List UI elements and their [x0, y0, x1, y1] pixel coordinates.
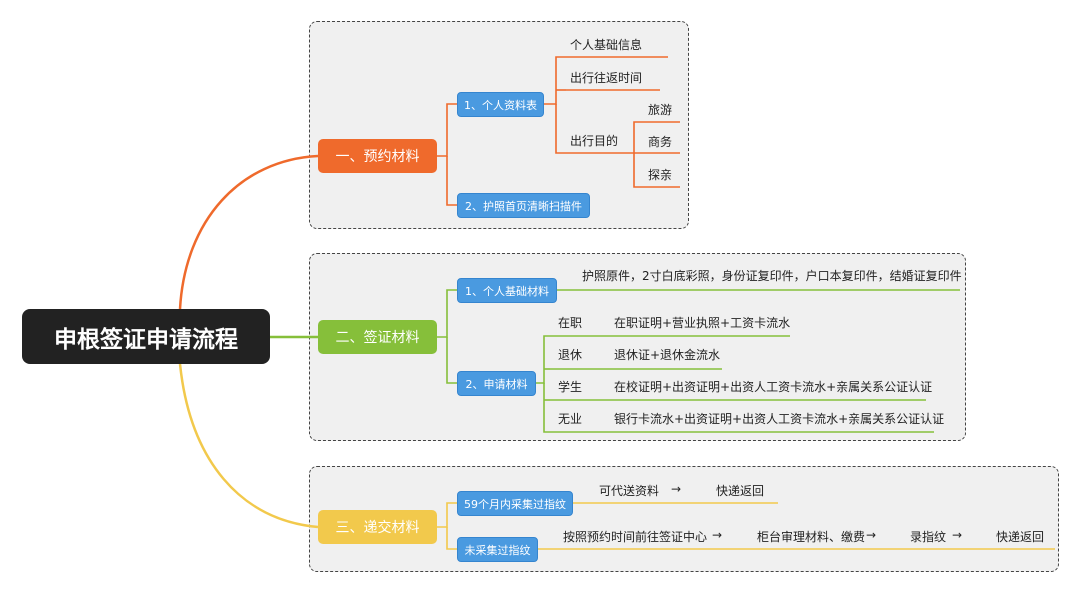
root-title: 申根签证申请流程 [22, 309, 270, 364]
leaf-status-student: 学生 [558, 380, 583, 394]
leaf-travel-purpose: 出行目的 [570, 134, 619, 148]
leaf-docs-retired: 退休证+退休金流水 [614, 348, 721, 362]
leaf-status-unemployed: 无业 [558, 412, 583, 426]
arrow-icon: → [952, 528, 963, 542]
leaf-express-return-1: 快递返回 [716, 484, 765, 498]
branch-submit-materials[interactable]: 三、递交材料 [318, 510, 437, 544]
leaf-express-return-2: 快递返回 [996, 530, 1045, 544]
sub-personal-info-form[interactable]: 1、个人资料表 [457, 92, 544, 117]
leaf-visit-center: 按照预约时间前往签证中心 [563, 530, 708, 544]
connector-branch3 [178, 363, 319, 529]
connector-branch1 [178, 154, 319, 310]
arrow-icon: → [671, 482, 682, 496]
connector-branch2-tree [437, 289, 960, 433]
leaf-proxy-delivery: 可代送资料 [599, 484, 660, 498]
sub-application-materials[interactable]: 2、申请材料 [457, 371, 536, 396]
branch-visa-materials[interactable]: 二、签证材料 [318, 320, 437, 354]
connector-branch1-tree [437, 56, 680, 206]
connector-branch3-tree [437, 502, 1055, 550]
leaf-purpose-family-visit: 探亲 [648, 168, 673, 182]
leaf-docs-student: 在校证明+出资证明+出资人工资卡流水+亲属关系公证认证 [614, 380, 933, 394]
leaf-basic-materials-detail: 护照原件，2寸白底彩照，身份证复印件，户口本复印件，结婚证复印件 [582, 269, 962, 283]
leaf-docs-unemployed: 银行卡流水+出资证明+出资人工资卡流水+亲属关系公证认证 [614, 412, 945, 426]
leaf-status-employed: 在职 [558, 316, 583, 330]
leaf-docs-employed: 在职证明+营业执照+工资卡流水 [614, 316, 791, 330]
leaf-purpose-business: 商务 [648, 135, 673, 149]
leaf-status-retired: 退休 [558, 348, 583, 362]
sub-fingerprint-not-collected[interactable]: 未采集过指纹 [457, 537, 538, 562]
leaf-record-fingerprint: 录指纹 [910, 530, 947, 544]
leaf-basic-info: 个人基础信息 [570, 38, 643, 52]
branch-booking-materials[interactable]: 一、预约材料 [318, 139, 437, 173]
arrow-icon: → [712, 528, 723, 542]
sub-fingerprint-collected[interactable]: 59个月内采集过指纹 [457, 491, 573, 516]
leaf-purpose-tourism: 旅游 [648, 103, 673, 117]
sub-personal-basic-materials[interactable]: 1、个人基础材料 [457, 278, 557, 303]
leaf-counter-review: 柜台审理材料、缴费 [757, 530, 866, 544]
leaf-travel-dates: 出行往返时间 [570, 71, 643, 85]
sub-passport-scan[interactable]: 2、护照首页清晰扫描件 [457, 193, 590, 218]
arrow-icon: → [866, 528, 877, 542]
